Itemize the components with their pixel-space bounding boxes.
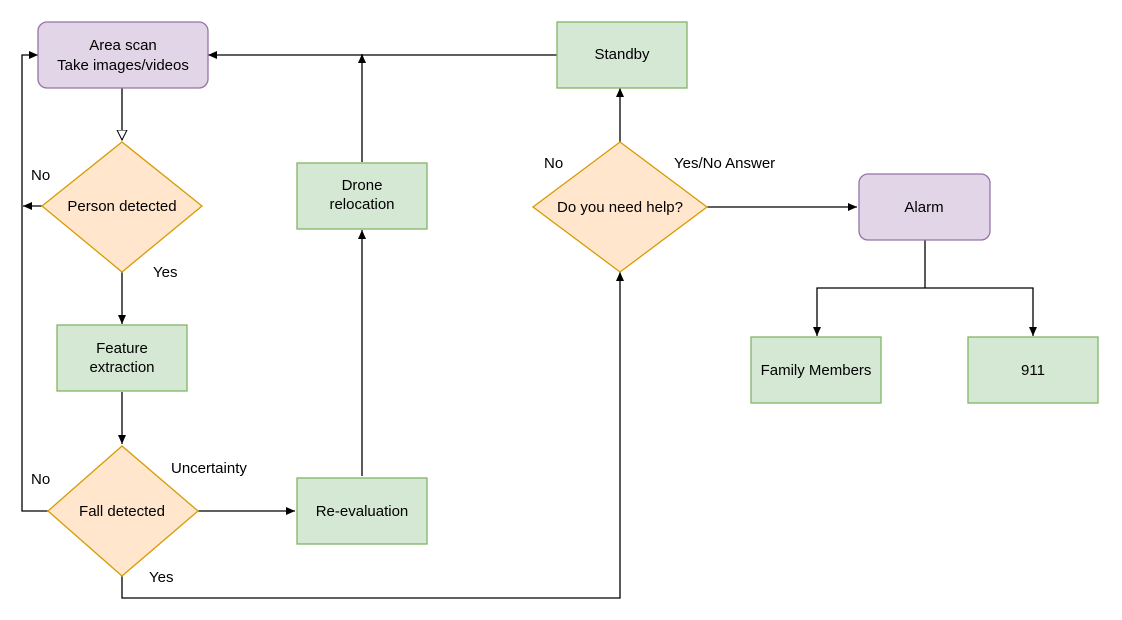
family-members-box: [750, 336, 882, 404]
area-scan-line1: Area scan: [89, 37, 157, 54]
edges: [21, 51, 1037, 599]
family-members-label: Family Members: [761, 362, 872, 379]
re-evaluation-label: Re-evaluation: [316, 503, 409, 520]
emergency-911-label: 911: [1021, 362, 1045, 379]
node-standby: Standby: [556, 21, 688, 89]
re-evaluation-box: [296, 477, 428, 545]
standby-label: Standby: [594, 46, 650, 63]
label-fall-uncertainty: Uncertainty: [171, 460, 247, 477]
fall-detected-diamond: [47, 445, 200, 577]
node-feature-extraction: Feature extraction: [56, 324, 188, 392]
edge-fall-yes: [121, 272, 624, 599]
need-help-diamond: [531, 141, 709, 273]
feature-extraction-line2: extraction: [89, 359, 154, 376]
node-911: 911: [967, 336, 1099, 404]
drone-relocation-line2: relocation: [329, 196, 394, 213]
drone-relocation-box: [296, 162, 428, 230]
label-person-yes: Yes: [153, 264, 177, 281]
need-help-label: Do you need help?: [557, 199, 683, 216]
label-help-yes: Yes/No Answer: [674, 155, 775, 172]
node-fall-detected: Fall detected: [47, 445, 200, 577]
alarm-label: Alarm: [904, 199, 943, 216]
node-drone-relocation: Drone relocation: [296, 162, 428, 230]
edge-labels: No Yes No Uncertainty Yes No Yes/No Answ…: [31, 155, 775, 586]
node-family-members: Family Members: [750, 336, 882, 404]
drone-relocation-line1: Drone: [342, 177, 383, 194]
person-detected-diamond: [40, 141, 204, 273]
edge-fall-no: [21, 51, 48, 512]
node-area-scan: Area scan Take images/videos: [37, 21, 209, 89]
feature-extraction-box: [56, 324, 188, 392]
area-scan-box: [37, 21, 209, 89]
node-alarm: Alarm: [858, 173, 991, 241]
area-scan-line2: Take images/videos: [57, 57, 189, 74]
edge-alarm-to-911: [925, 287, 1037, 336]
node-re-evaluation: Re-evaluation: [296, 477, 428, 545]
node-need-help: Do you need help?: [531, 141, 709, 273]
person-detected-label: Person detected: [67, 198, 176, 215]
label-help-no: No: [544, 155, 563, 172]
node-person-detected: Person detected: [40, 141, 204, 273]
edge-alarm-to-family: [813, 287, 925, 336]
standby-box: [556, 21, 688, 89]
alarm-box: [858, 173, 991, 241]
fall-detected-label: Fall detected: [79, 503, 165, 520]
label-fall-yes: Yes: [149, 569, 173, 586]
label-fall-no: No: [31, 471, 50, 488]
emergency-911-box: [967, 336, 1099, 404]
label-person-no: No: [31, 167, 50, 184]
feature-extraction-line1: Feature: [96, 340, 148, 357]
